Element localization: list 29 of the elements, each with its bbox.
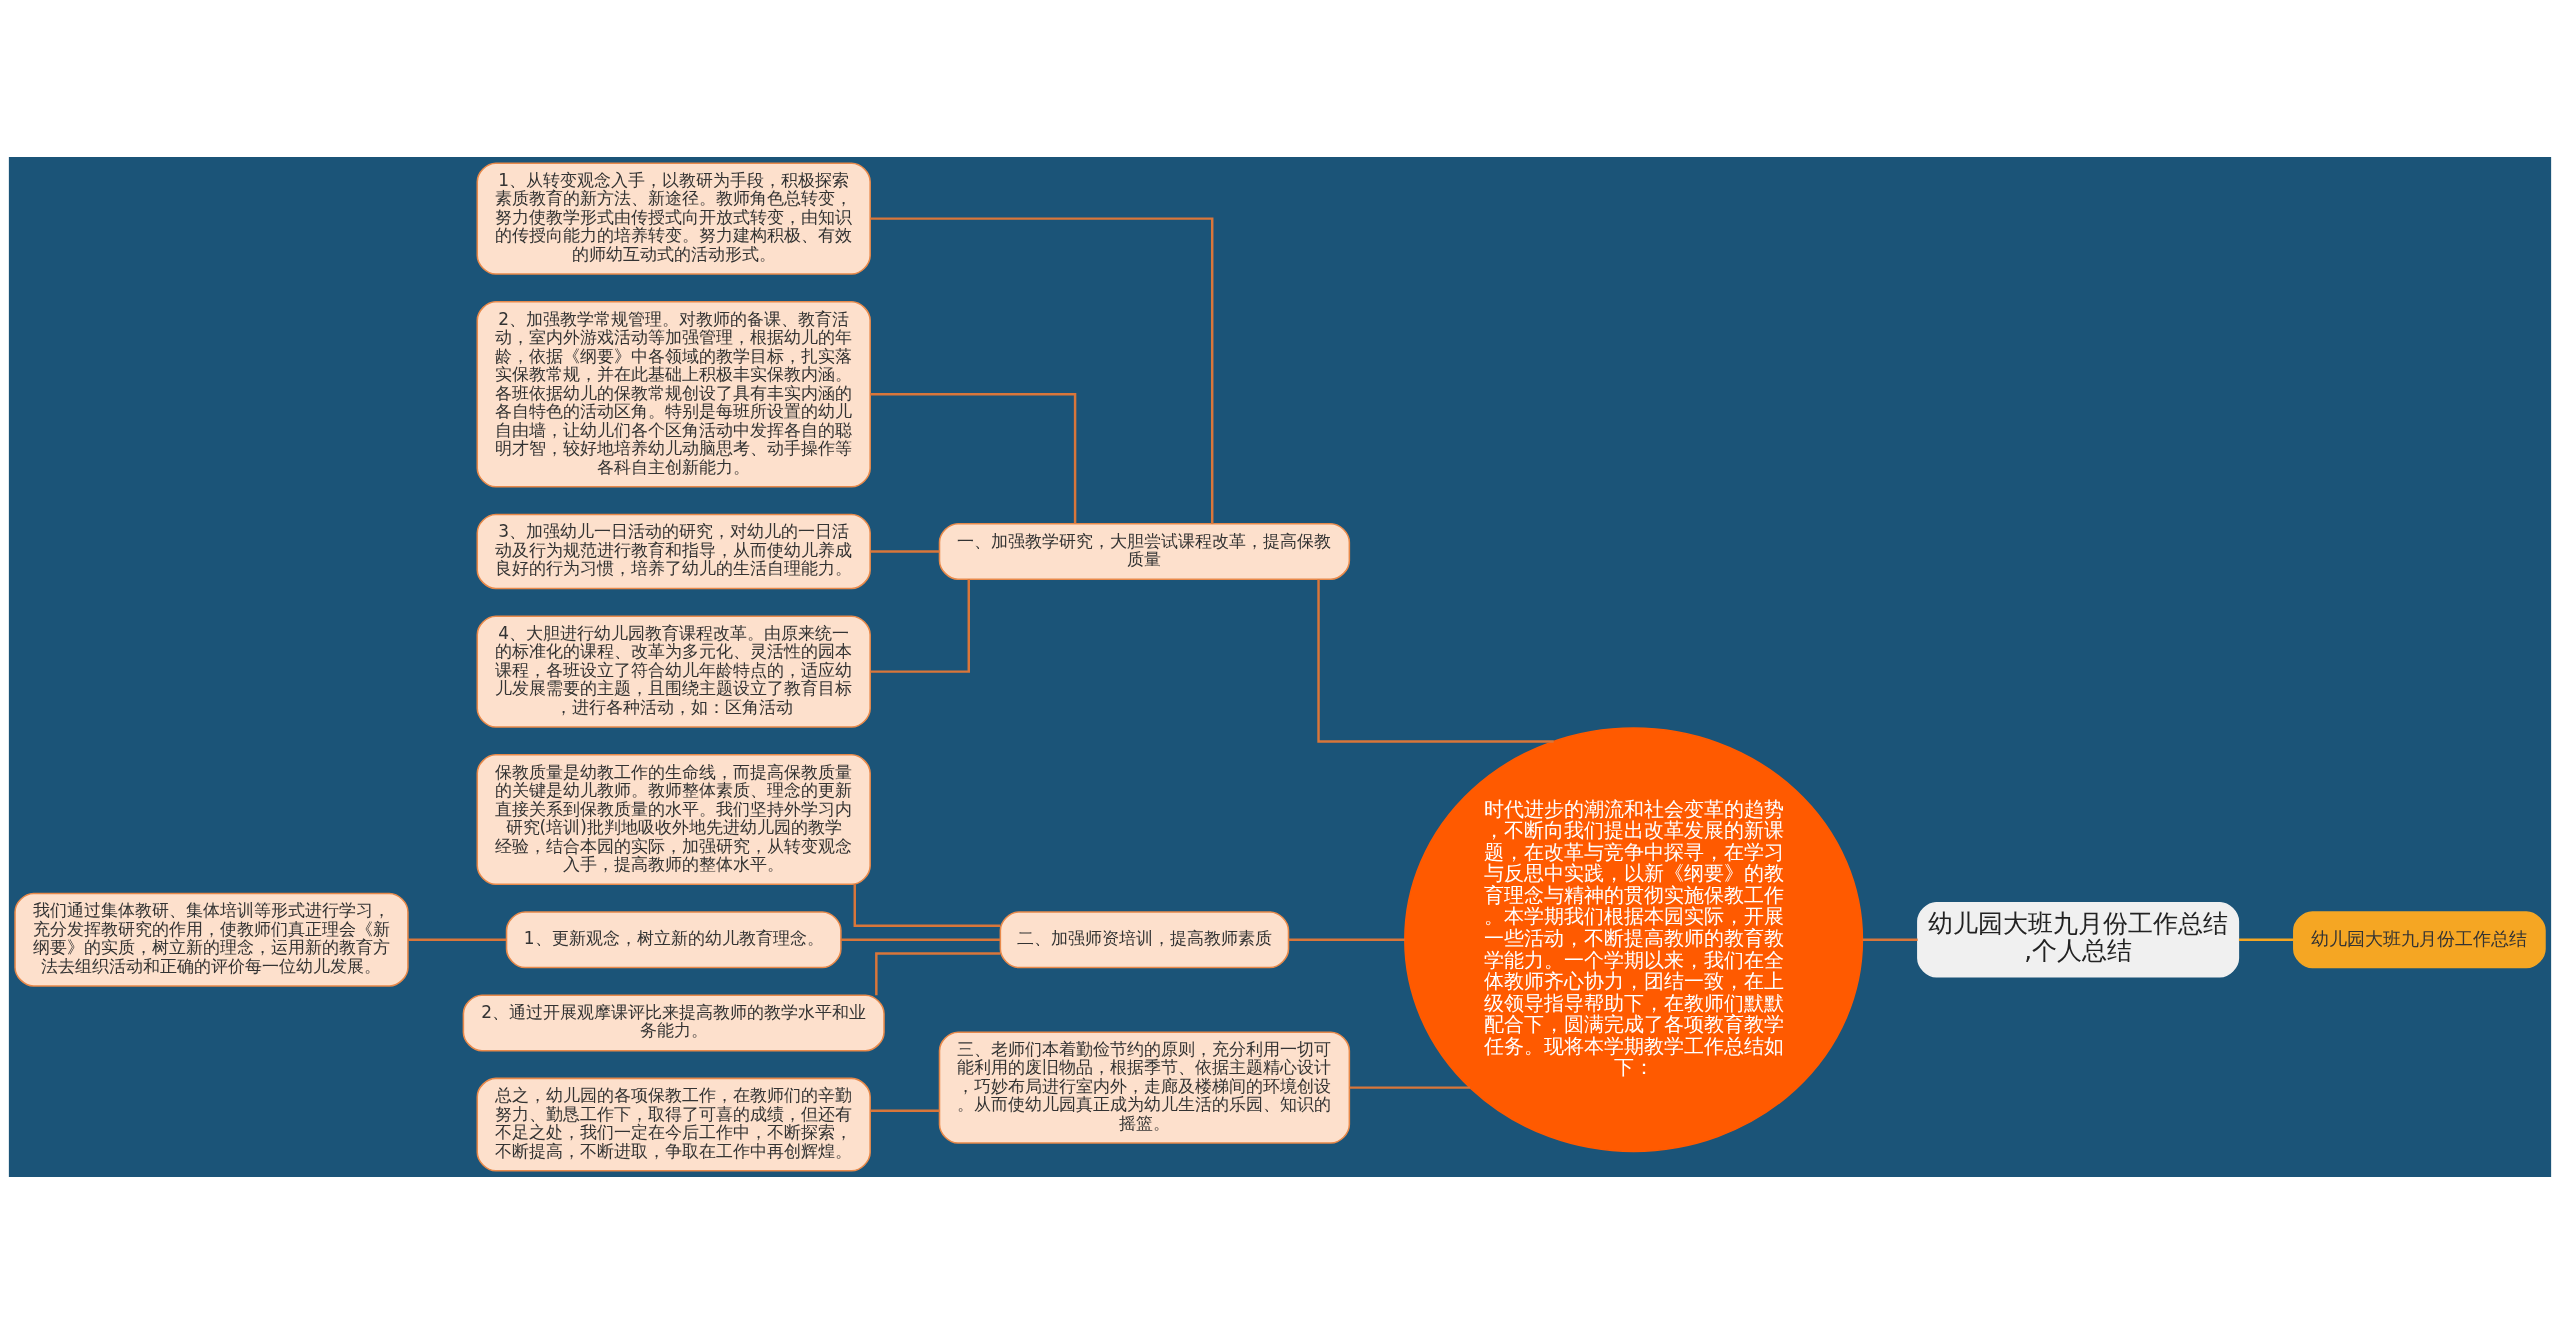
node-box: 我们通过集体教研、集体培训等形式进行学习，充分发挥教研究的作用，使教师们真正理会《新纲要》的实质，树立新的理念，运用新的教育方法去组织活动和正确的评价每一位幼儿发展。: [14, 892, 409, 987]
node-box: 一、加强教学研究，大胆尝试课程改革，提高保教质量: [938, 522, 1351, 580]
node-box: 总之，幼儿园的各项保教工作，在教师们的辛勤努力、勤恳工作下，取得了可喜的成绩，但还有不足之处，我们一定在今后工作中，不断探索，不断提高，不断进取，争取在工作中再创辉煌。: [476, 1077, 871, 1172]
connector: [840, 938, 1000, 941]
node-box: 三、老师们本着勤俭节约的原则，充分利用一切可能利用的废旧物品，根据季节、依据主题精心设计，巧妙布局进行室内外，走廊及楼梯间的环境创设。从而使幼儿园真正成为幼儿生活的乐园、知识的摇篮。: [938, 1031, 1351, 1144]
node-box: 1、从转变观念入手，以教研为手段，积极探索素质教育的新方法、新途径。教师角色总转变，努力使教学形式由传授式向开放式转变，由知识的传授向能力的培养转变。努力建构积极、有效的师幼互动式的活动形式。: [476, 162, 871, 275]
connector: [853, 884, 1000, 928]
connector: [870, 393, 1077, 524]
node-box: 2、通过开展观摩课评比来提高教师的教学水平和业务能力。: [462, 994, 885, 1052]
connector: [1288, 938, 1405, 941]
connector: [875, 952, 1001, 996]
connector: [1349, 1086, 1471, 1089]
connector: [870, 550, 940, 553]
node-box: 幼儿园大班九月份工作总结,个人总结: [1917, 901, 2240, 978]
node-box: 4、大胆进行幼儿园教育课程改革。由原来统一的标准化的课程、改革为多元化、灵活性的园本课程，各班设立了符合幼儿年龄特点的，适应幼儿发展需要的主题，且围绕主题设立了教育目标，进行各种活动，如：区角活动: [476, 615, 871, 728]
node-box: 1、更新观念，树立新的幼儿教育理念。: [505, 911, 842, 969]
connector: [870, 1109, 940, 1112]
connector: [408, 938, 507, 941]
connector: [870, 579, 970, 673]
node-circle: 时代进步的潮流和社会变革的趋势，不断向我们提出改革发展的新课题，在改革与竞争中探寻，在学习与反思中实践，以新《纲要》的教育理念与精神的贯彻实施保教工作。本学期我们根据本园实际，开展一些活动，不断提高教师的教育教学能力。一个学期以来，我们在全体教师齐心协力，团结一致，在上级领导指导帮助下，在教师们默默配合下，圆满完成了各项教育教学任务。现将本学期教学工作总结如下：: [1404, 727, 1864, 1153]
node-box: 幼儿园大班九月份工作总结: [2293, 911, 2546, 969]
node-box: 保教质量是幼教工作的生命线，而提高保教质量的关键是幼儿教师。教师整体素质、理念的更新直接关系到保教质量的水平。我们坚持外学习内研究(培训)批判地吸收外地先进幼儿园的教学经验，结合本园的实际，加强研究，从转变观念入手，提高教师的整体水平。: [476, 754, 871, 885]
connector: [2238, 938, 2294, 941]
node-box: 二、加强师资培训，提高教师素质: [999, 911, 1290, 969]
connector: [870, 217, 1214, 524]
node-box: 3、加强幼儿一日活动的研究，对幼儿的一日活动及行为规范进行教育和指导，从而使幼儿养成良好的行为习惯，培养了幼儿的生活自理能力。: [476, 513, 871, 590]
node-box: 2、加强教学常规管理。对教师的备课、教育活动，室内外游戏活动等加强管理，根据幼儿的年龄，依据《纲要》中各领域的教学目标，扎实落实保教常规，并在此基础上积极丰实保教内涵。各班依据幼儿的保教常规创设了具有丰实内涵的各自特色的活动区角。特别是每班所设置的幼儿自由墙，让幼儿们各个区角活动中发挥各自的聪明才智，较好地培养幼儿动脑思考、动手操作等各科自主创新能力。: [476, 301, 871, 488]
connector: [1862, 938, 1918, 941]
connector: [1317, 579, 1554, 743]
